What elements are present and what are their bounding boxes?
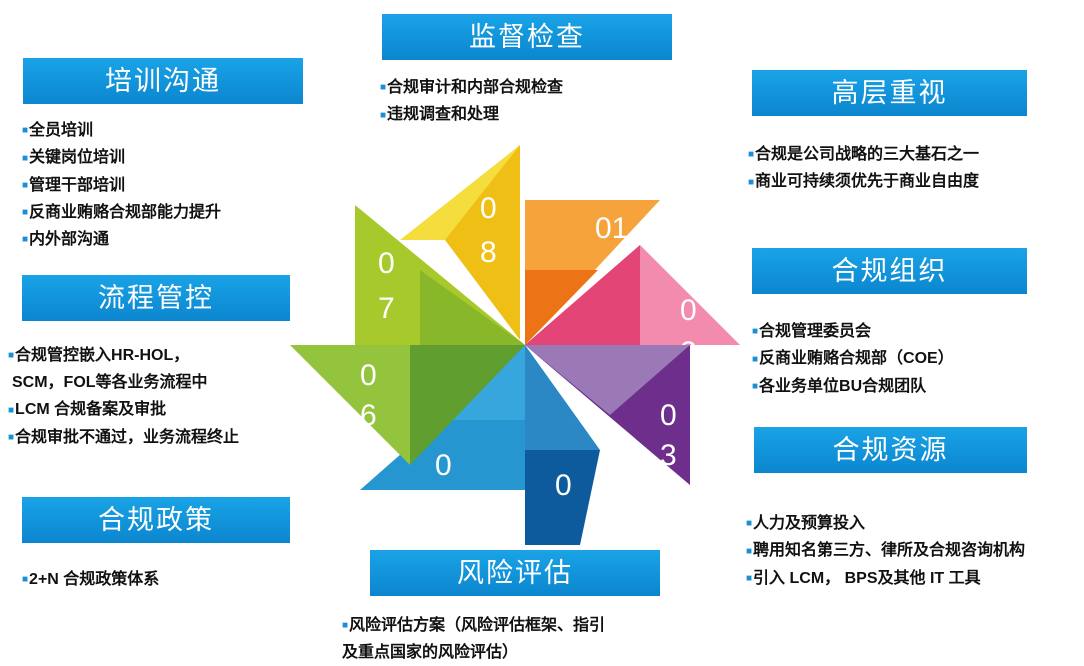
list-item: ■引入 LCM， BPS及其他 IT 工具 [746,569,981,587]
segment-08-label: 0 [480,192,497,225]
list-item: ■LCM 合规备案及审批 [8,401,167,419]
list-item: ■商业可持续须优先于商业自由度 [748,173,980,191]
segment-07-label-2: 7 [378,292,395,325]
segment-01-label: 01 [595,212,628,245]
list-item: ■关键岗位培训 [22,149,126,167]
segment-03-label-2: 3 [660,439,677,472]
list-item: ■管理干部培训 [22,176,126,194]
organization-list: ■合规管理委员会 ■反商业贿赂合规部（COE） ■各业务单位BU合规团队 [752,318,954,400]
bullet-icon: ■ [746,572,753,584]
bullet-icon: ■ [8,404,15,416]
process-list: ■合规管控嵌入HR-HOL， SCM，FOL等各业务流程中 ■LCM 合规备案及… [8,342,239,451]
segment-07-dark [420,270,525,345]
bullet-icon: ■ [752,326,759,338]
segment-07-light [355,205,525,345]
list-item: ■合规审计和内部合规检查 [380,79,564,96]
list-item: ■合规审批不通过，业务流程终止 [8,428,240,446]
policy-title: 合规政策 [22,497,290,543]
bullet-icon: ■ [748,176,755,188]
bullet-icon: ■ [22,574,29,586]
supervision-title: 监督检查 [382,14,672,60]
bullet-icon: ■ [746,545,753,557]
bullet-icon: ■ [380,82,387,94]
list-item: 及重点国家的风险评估） [342,644,519,662]
leadership-title: 高层重视 [752,70,1027,116]
segment-08-dark [445,145,520,340]
segment-02-label: 0 [680,294,697,327]
list-item: ■违规调查和处理 [380,106,500,124]
segment-04-dark [525,450,600,545]
segment-03-label: 0 [660,399,677,432]
leadership-list: ■合规是公司战略的三大基石之一 ■商业可持续须优先于商业自由度 [748,141,979,196]
list-item: ■风险评估方案（风险评估框架、指引 [342,617,606,634]
segment-04-light [525,345,600,450]
list-item: ■反商业贿赂合规部能力提升 [22,203,222,221]
bullet-icon: ■ [746,518,753,530]
bullet-icon: ■ [22,179,29,191]
list-item: ■2+N 合规政策体系 [22,571,160,588]
list-item: ■反商业贿赂合规部（COE） [752,350,954,368]
risk-title: 风险评估 [370,550,660,596]
supervision-list: ■合规审计和内部合规检查 ■违规调查和处理 [380,74,563,129]
bullet-icon: ■ [752,380,759,392]
segment-06-light [290,345,410,465]
segment-05-label: 0 [435,449,452,482]
list-item: ■聘用知名第三方、律所及合规咨询机构 [746,542,1026,560]
risk-list: ■风险评估方案（风险评估框架、指引 及重点国家的风险评估） [342,612,605,666]
bullet-icon: ■ [380,109,387,121]
resources-list: ■人力及预算投入 ■聘用知名第三方、律所及合规咨询机构 ■引入 LCM， BPS… [746,510,1025,592]
resources-title: 合规资源 [754,427,1027,473]
bullet-icon: ■ [8,350,15,362]
list-item: ■合规管控嵌入HR-HOL， [8,347,190,364]
training-title: 培训沟通 [23,58,303,104]
segment-04-label: 0 [555,469,572,502]
list-item: ■合规是公司战略的三大基石之一 [748,146,980,163]
segment-07-label: 0 [378,247,395,280]
organization-title: 合规组织 [752,248,1027,294]
bullet-icon: ■ [8,431,15,443]
policy-list: ■2+N 合规政策体系 [22,566,159,593]
segment-01-dark [525,270,598,345]
bullet-icon: ■ [22,125,29,137]
bullet-icon: ■ [22,152,29,164]
bullet-icon: ■ [752,353,759,365]
bullet-icon: ■ [22,234,29,246]
segment-02-dark [525,245,640,345]
list-item: ■各业务单位BU合规团队 [752,377,927,395]
list-item: ■人力及预算投入 [746,515,866,532]
segment-06-dark [410,345,525,465]
segment-08-label-2: 8 [480,236,497,269]
bullet-icon: ■ [22,207,29,219]
segment-03-dark [525,345,690,485]
list-item: ■全员培训 [22,122,94,139]
list-item: ■内外部沟通 [22,231,110,249]
bullet-icon: ■ [748,149,755,161]
segment-06-label-2: 6 [360,399,377,432]
list-item: ■合规管理委员会 [752,323,872,340]
training-list: ■全员培训 ■关键岗位培训 ■管理干部培训 ■反商业贿赂合规部能力提升 ■内外部… [22,117,221,253]
bullet-icon: ■ [342,620,349,632]
process-title: 流程管控 [22,275,290,321]
segment-06-label: 0 [360,359,377,392]
list-item: SCM，FOL等各业务流程中 [12,374,208,392]
